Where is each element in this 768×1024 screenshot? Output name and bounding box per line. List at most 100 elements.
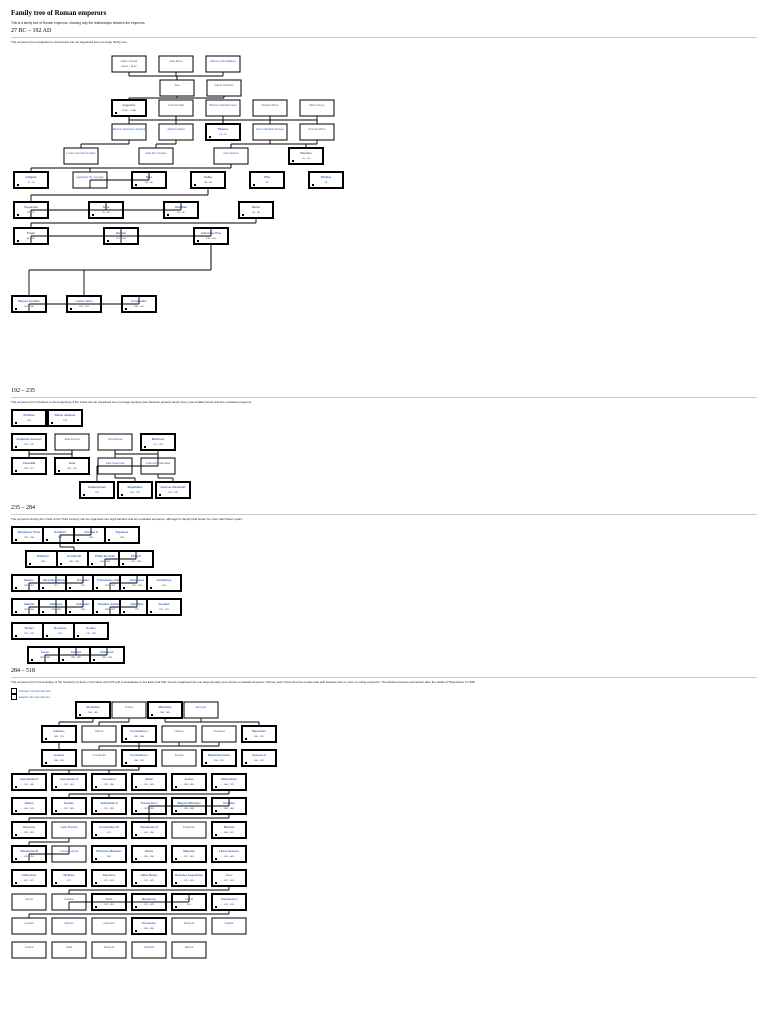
person-name[interactable]: Anastasius I bbox=[221, 897, 238, 901]
person-node-unknown-354[interactable]: unknown bbox=[91, 917, 127, 935]
person-name[interactable]: Gordian I bbox=[54, 530, 66, 534]
person-name[interactable]: Didius Julianus bbox=[55, 413, 76, 417]
person-name[interactable]: Eutropia bbox=[196, 705, 207, 709]
person-name[interactable]: Constantine II bbox=[20, 777, 39, 781]
person-name[interactable]: Trajan bbox=[27, 231, 36, 235]
person-name[interactable]: Theodosius II bbox=[140, 825, 158, 829]
person-name[interactable]: Septimius Severus bbox=[16, 437, 41, 441]
person-name[interactable]: Galba bbox=[204, 175, 212, 179]
person-node-flacilla-357[interactable]: Flacilla bbox=[211, 917, 247, 935]
person-name[interactable]: Valentinian II bbox=[100, 801, 117, 805]
person-node-theodora-308[interactable]: Theodora bbox=[201, 725, 237, 743]
person-node-tiberius-claudius-nero-7[interactable]: Tiberius Claudius Nero bbox=[205, 99, 241, 117]
person-name[interactable]: Severus Alexander bbox=[160, 485, 186, 489]
person-name[interactable]: Constantius II bbox=[60, 777, 79, 781]
person-name[interactable]: Atia bbox=[175, 83, 180, 87]
person-node-antonia-minor-14[interactable]: Antonia Minor bbox=[299, 123, 335, 141]
person-name[interactable]: Probus bbox=[86, 626, 96, 630]
person-node-julia-the-younger-16[interactable]: Julia the Younger bbox=[138, 147, 174, 165]
person-name[interactable]: Livia Drusilla bbox=[168, 103, 184, 107]
person-name[interactable]: Jovian bbox=[185, 777, 194, 781]
person-name[interactable]: Gaius Octavius bbox=[215, 83, 235, 87]
person-name[interactable]: Constantia bbox=[92, 753, 106, 757]
person-name[interactable]: Marcus Vipsanius Agrippa bbox=[113, 127, 146, 131]
person-node-julia-domna-103[interactable]: Julia Domna bbox=[54, 433, 90, 451]
person-name[interactable]: Pertinax bbox=[23, 413, 34, 417]
person-node-placidia-361[interactable]: Placidia bbox=[131, 941, 167, 959]
person-name[interactable]: Tiberius bbox=[218, 127, 229, 131]
person-name[interactable]: Zeno bbox=[106, 897, 113, 901]
person-node-livia-drusilla-6[interactable]: Livia Drusilla bbox=[158, 99, 194, 117]
person-node-eutropia-303[interactable]: Eutropia bbox=[183, 701, 219, 719]
person-name[interactable]: Julia Maesa bbox=[108, 437, 123, 441]
person-name[interactable]: Leo I bbox=[226, 873, 233, 877]
person-name[interactable]: Vitellius bbox=[321, 175, 332, 179]
person-node-galla-359[interactable]: Galla bbox=[51, 941, 87, 959]
person-node-marcus-vipsanius-agrippa-10[interactable]: Marcus Vipsanius Agrippa bbox=[111, 123, 147, 141]
person-name[interactable]: Pupienus bbox=[116, 530, 129, 534]
person-name[interactable]: Marina bbox=[185, 945, 194, 949]
person-node-julia-minor-1[interactable]: Julia Minor bbox=[158, 55, 194, 73]
person-name[interactable]: Licinius bbox=[54, 753, 65, 757]
person-name[interactable]: Aurelian bbox=[158, 602, 169, 606]
person-name[interactable]: Pulcheria bbox=[183, 825, 195, 829]
person-name[interactable]: Maxentius bbox=[252, 729, 266, 733]
person-name[interactable]: Marcus Atius Balbus bbox=[210, 59, 236, 63]
person-name[interactable]: Avitus bbox=[145, 849, 154, 853]
person-name[interactable]: Petronius Maximus bbox=[96, 849, 122, 853]
person-node-lucius-aemilius-paullus-15[interactable]: Lucius Aemilius Paullus bbox=[63, 147, 99, 165]
person-name[interactable]: Constantine I bbox=[130, 753, 148, 757]
person-name[interactable]: Philip the Arab bbox=[95, 554, 115, 558]
person-node-germanicus-17[interactable]: Germanicus bbox=[213, 147, 249, 165]
person-name[interactable]: Eudoxia bbox=[184, 921, 195, 925]
person-name[interactable]: Nerva bbox=[252, 205, 260, 209]
person-name[interactable]: Octavia Minor bbox=[261, 103, 278, 107]
person-name[interactable]: Valerian bbox=[24, 602, 35, 606]
person-name[interactable]: Trebonianus Gallus bbox=[97, 578, 123, 582]
person-node-nero-claudius-drusus-13[interactable]: Nero Claudius Drusus bbox=[252, 123, 288, 141]
person-name[interactable]: Tiberius Claudius Nero bbox=[209, 103, 238, 107]
person-name[interactable]: Julia Soaemias bbox=[106, 461, 126, 465]
person-name[interactable]: Leontia bbox=[24, 921, 34, 925]
person-node-eudocia-360[interactable]: Eudocia bbox=[91, 941, 127, 959]
person-name[interactable]: Eudocia bbox=[104, 945, 115, 949]
person-name[interactable]: Macrinus bbox=[152, 437, 165, 441]
person-name[interactable]: Elagabalus bbox=[128, 485, 143, 489]
person-name[interactable]: Ariadne bbox=[64, 897, 74, 901]
person-name[interactable]: Gratian bbox=[64, 801, 74, 805]
person-node-justina-358[interactable]: Justina bbox=[11, 941, 47, 959]
person-name[interactable]: Magnus Maximus bbox=[177, 801, 201, 805]
person-name[interactable]: Julius Caesar bbox=[121, 59, 138, 63]
person-node-constantia-311[interactable]: Constantia bbox=[81, 749, 117, 767]
person-name[interactable]: Vespasian bbox=[24, 205, 38, 209]
person-node-julia-maesa-104[interactable]: Julia Maesa bbox=[97, 433, 133, 451]
person-name[interactable]: Otho bbox=[264, 175, 271, 179]
person-name[interactable]: Caligula bbox=[26, 175, 37, 179]
